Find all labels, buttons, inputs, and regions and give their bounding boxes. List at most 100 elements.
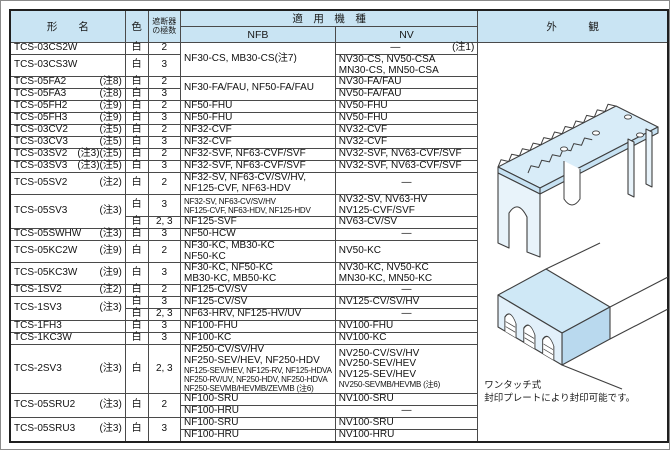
model-name: TCS-05KC3W [14, 267, 78, 279]
cell-color: 白 [124, 240, 149, 263]
header-row-2: NFB NV [10, 26, 668, 43]
model-list-line: NV250-SEVMB/HEVMB (注6) [338, 380, 441, 390]
cell-color: 白 [124, 148, 149, 161]
cell-nv: NV100-FHU [334, 320, 479, 333]
cell-color: 白 [124, 308, 149, 321]
cell-nv: NV50-FHU [334, 112, 479, 125]
cell-nv: NV50-FA/FAU [334, 88, 479, 101]
cell-name: TCS-1SV2(注2) [9, 284, 126, 297]
model-list-line: NF250-SEVMB/HEVMB/ZEVMB (注6) [184, 384, 314, 393]
appearance-content: ワンタッチ式 封印プレートにより封印可能です。 [478, 43, 669, 441]
cell-nfb: NF32-SVF, NF63-CVF/SVF [180, 160, 336, 173]
model-list-line: NV30-CS, NV50-CSA [338, 54, 436, 65]
cell-poles: 3 [147, 112, 182, 125]
cell-nv: NV32-CVF [334, 124, 479, 137]
cell-nfb: NF32-CVF [180, 136, 336, 149]
cell-name: TCS-05FA2 (注8) [9, 76, 126, 89]
not-applicable-dash: — [390, 42, 401, 54]
table-row: NF100-HRU— [10, 405, 668, 418]
cell-poles: 2 [147, 393, 182, 418]
model-name: TCS-2SV3 [14, 362, 62, 374]
terminal-cover-spec-table: 形 名 色 遮断器 の極数 適 用 機 種 外 観 NFB NV TCS-03C… [9, 9, 669, 443]
cell-poles: 2 [147, 172, 182, 195]
model-list-line: NF250-CV/SV/HV [184, 344, 265, 355]
cell-name: TCS-1FH3 [9, 320, 126, 333]
model-list-line: NV30-FA/FAU [338, 76, 402, 88]
cell-color: 白 [124, 393, 149, 418]
cell-poles: 3 [147, 194, 182, 217]
model-note: (注3) [99, 423, 122, 434]
model-name: TCS-03SV3 [14, 160, 68, 172]
cell-name: TCS-05SV2 (注2) [9, 172, 126, 195]
model-list-line: NV125-SEV/HEV [338, 368, 416, 380]
model-name: TCS-05SRU3 [14, 423, 76, 434]
model-note: (注2) [99, 177, 122, 189]
cell-poles: 2 [147, 240, 182, 263]
cell-color: 白 [124, 320, 149, 333]
cell-poles: 2 [147, 284, 182, 297]
cell-poles: 2 [147, 42, 182, 55]
cell-name: TCS-05SV3(注3) [9, 194, 126, 229]
cell-nv: —(注1) [334, 42, 479, 55]
model-list-line: NF50-KC [184, 250, 226, 262]
model-note: (注9) [99, 112, 122, 124]
model-list-line: NV125-CVF/SVF [338, 204, 415, 216]
cell-nfb: NF32-SVF, NF63-CVF/SVF [180, 148, 336, 161]
cell-nv: NV100-SRU [334, 417, 479, 430]
header-nv: NV [334, 26, 479, 43]
model-list-line: NF100-HRU [184, 429, 240, 440]
cell-name: TCS-1SV3(注3) [9, 296, 126, 321]
cell-nv: NV100-SRU [334, 393, 479, 406]
model-list-line: NF50-FHU [184, 112, 233, 124]
model-note: (注3) [99, 399, 122, 411]
model-name: TCS-03CV3 [14, 136, 68, 148]
model-name: TCS-05SV2 [14, 177, 68, 189]
model-list-line: NV100-KC [338, 332, 387, 344]
model-list-line: NV32-CVF [338, 136, 388, 148]
cell-color: 白 [124, 124, 149, 137]
model-name: TCS-1SV2 [14, 284, 62, 296]
cell-nfb: NF100-SRU [180, 417, 336, 430]
model-name: TCS-05FA2 [14, 76, 67, 88]
model-list-line: NF32-SV, NF63-CV/SV/HV [184, 196, 276, 206]
cell-name: TCS-2SV3(注3) [9, 344, 126, 394]
cell-nfb: NF30-FA/FAU, NF50-FA/FAU [180, 76, 336, 101]
model-list-line: NV100-SRU [338, 417, 394, 429]
model-list-line: NF125-SEV/HEV, NF125-RV, NF125-HDVA [184, 366, 332, 375]
model-list-line: NV50-FA/FAU [338, 88, 402, 100]
model-note: (注8) [99, 76, 122, 88]
cell-poles: 2 [147, 100, 182, 113]
cell-poles: 2 [147, 124, 182, 137]
cell-poles: 3 [147, 160, 182, 173]
cell-nfb: NF100-FHU [180, 320, 336, 333]
model-note: (注9) [99, 245, 122, 257]
model-list-line: NV50-FHU [338, 112, 388, 124]
cell-nfb: NF50-FHU [180, 112, 336, 125]
cell-name: TCS-03CV3(注5) [9, 136, 126, 149]
cell-poles: 2 [147, 148, 182, 161]
cell-name: TCS-05FH2(注9) [9, 100, 126, 113]
model-note: (注9) [99, 267, 122, 279]
model-list-line: NF32-SVF, NF63-CVF/SVF [184, 160, 306, 172]
cell-nfb: NF100-HRU [180, 405, 336, 418]
model-name: TCS-05FH2 [14, 100, 68, 112]
model-name: TCS-05KC2W [14, 245, 78, 257]
model-note: (注3) [99, 228, 122, 240]
cell-nfb: NF50-FHU [180, 100, 336, 113]
note-line-2: 封印プレートにより封印可能です。 [484, 393, 636, 404]
model-note: (注3)(注5) [77, 148, 122, 160]
model-list-line: NF50-HCW [184, 228, 236, 240]
cell-nv-dash: — [334, 228, 479, 241]
cell-color: 白 [124, 112, 149, 125]
cell-poles: 3 [147, 54, 182, 77]
